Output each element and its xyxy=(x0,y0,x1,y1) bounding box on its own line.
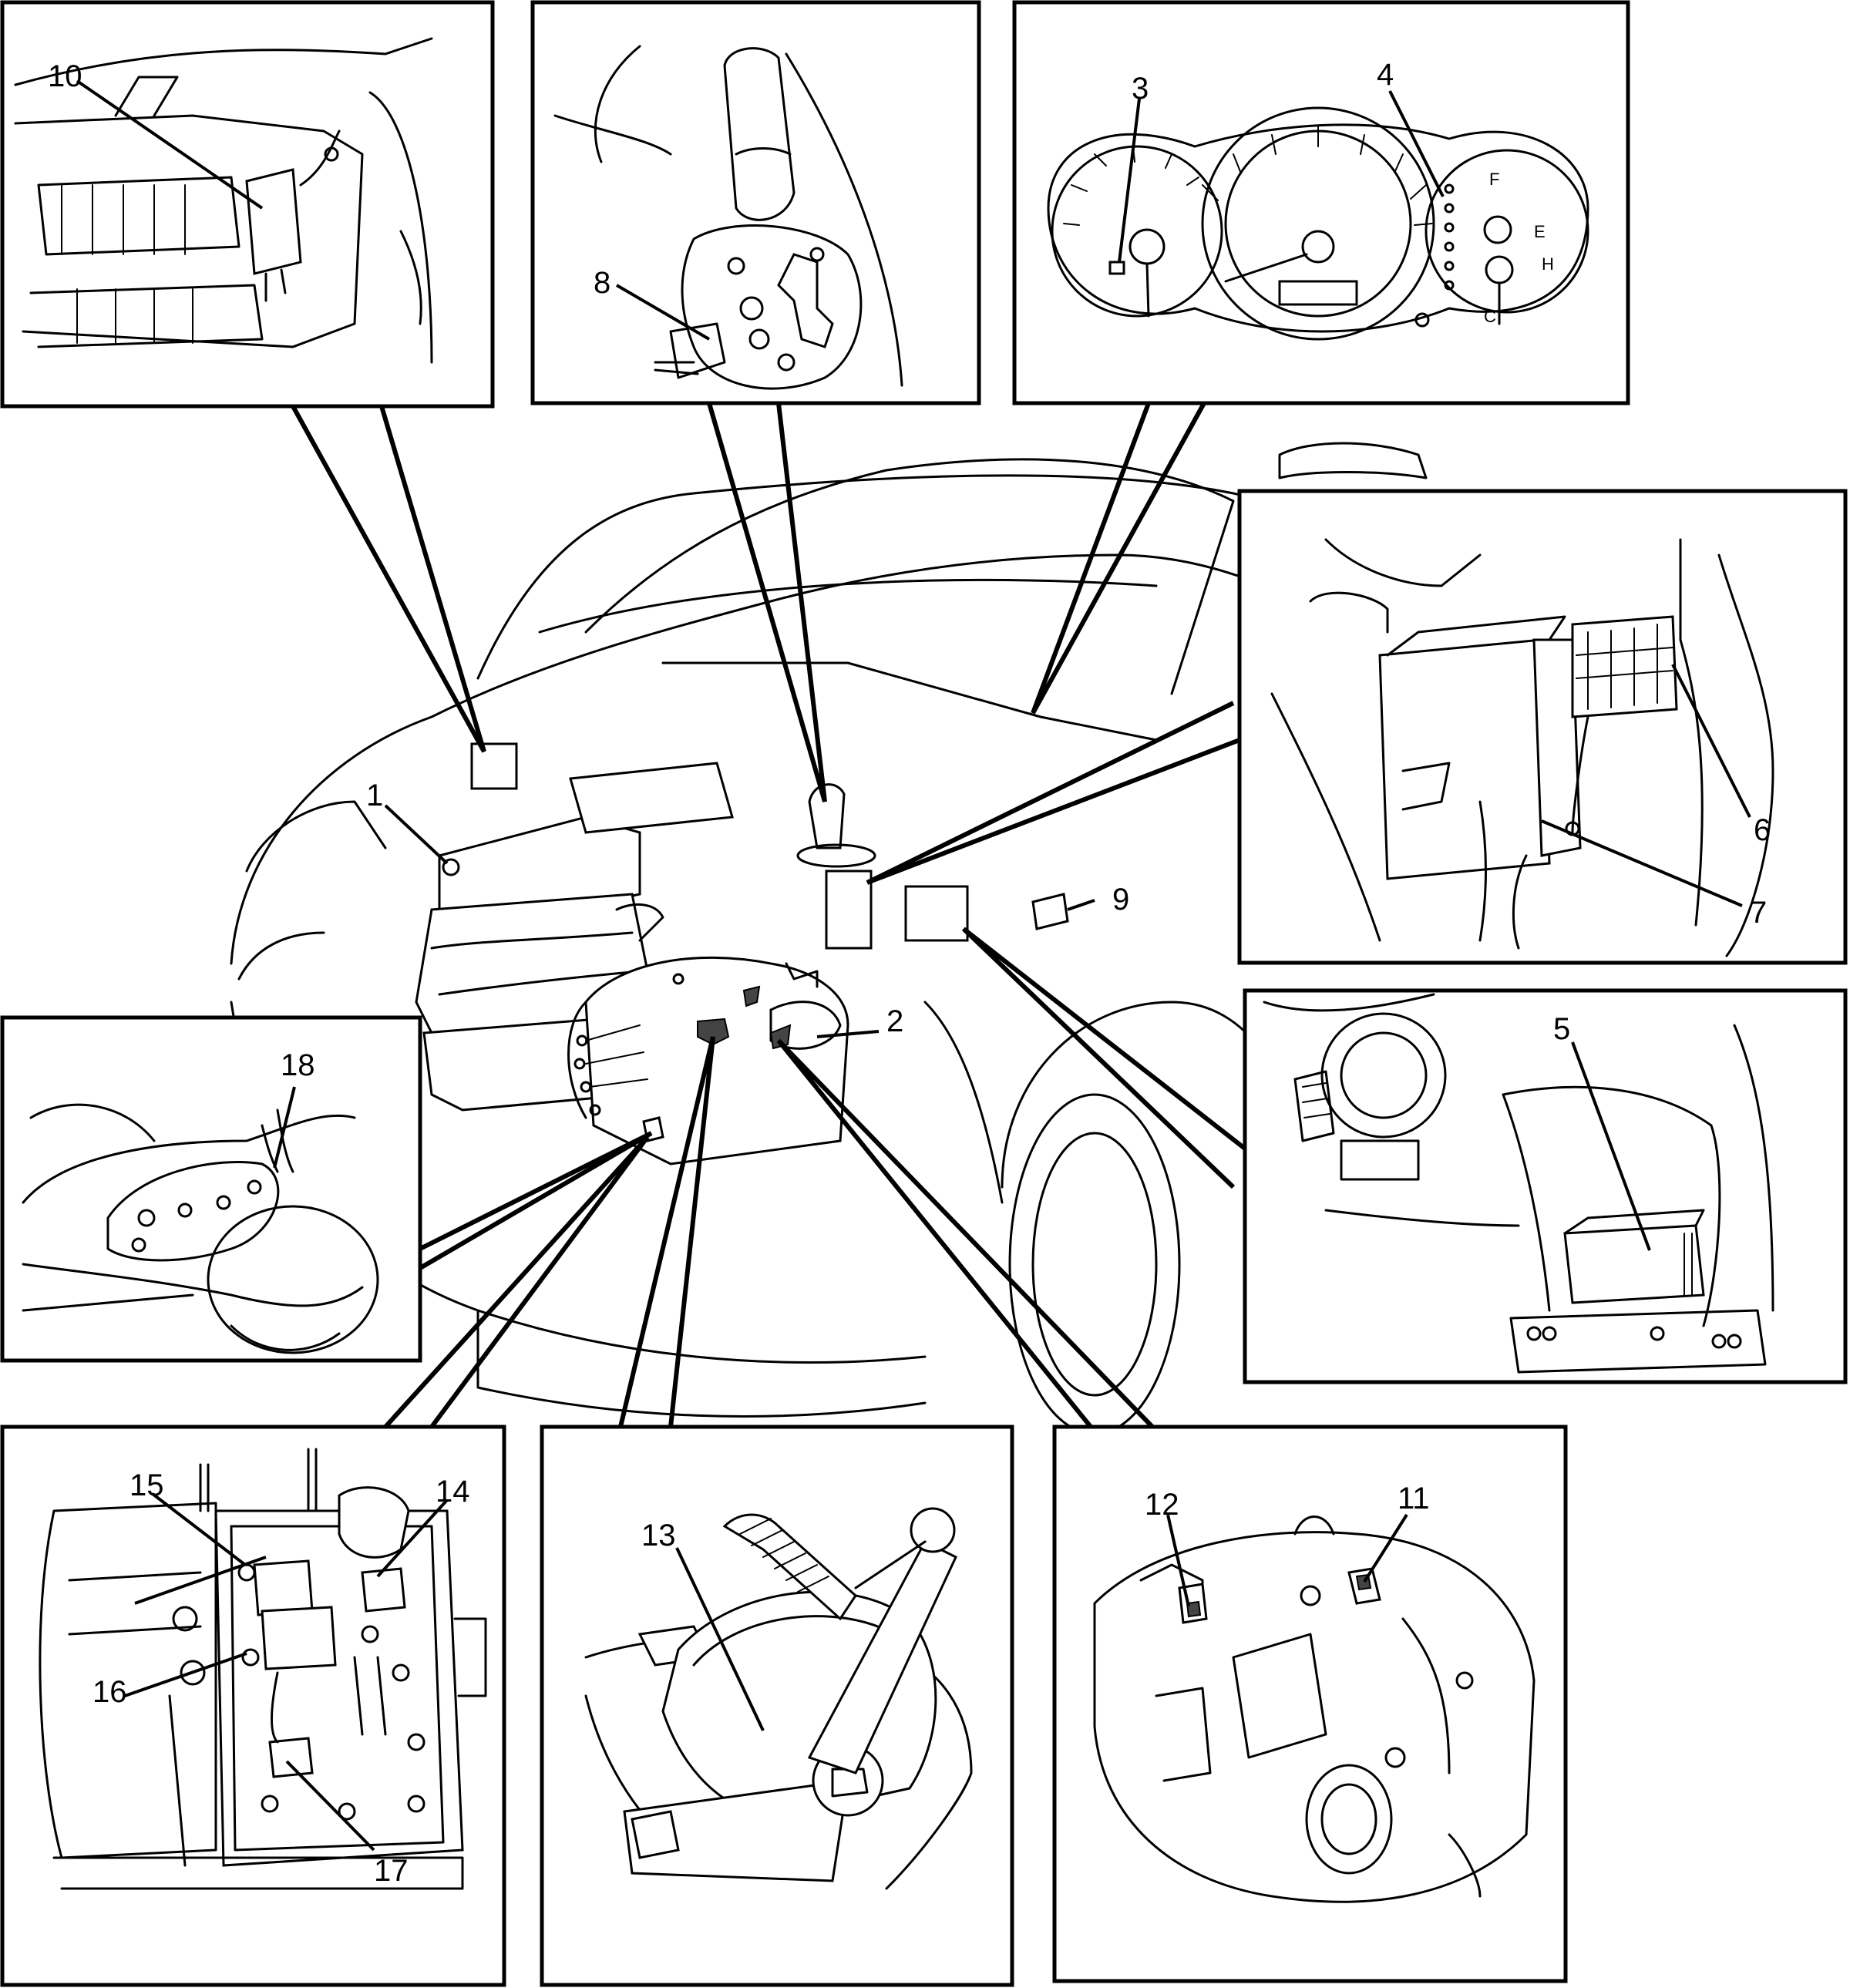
label-6: 6 xyxy=(1754,813,1771,847)
label-12: 12 xyxy=(1145,1488,1179,1522)
inset-shift-lever: 8 xyxy=(530,0,981,405)
inset-range-sensor: 13 xyxy=(540,1425,1014,1987)
label-13: 13 xyxy=(641,1519,676,1552)
label-2: 2 xyxy=(886,1004,903,1038)
label-3: 3 xyxy=(1132,72,1149,106)
shift-lever xyxy=(796,783,876,868)
overview-sensor-13 xyxy=(697,1018,730,1046)
label-15: 15 xyxy=(130,1468,164,1502)
label-5: 5 xyxy=(1553,1012,1570,1046)
label-10: 10 xyxy=(48,59,82,93)
gauge-mark-fuel-empty: E xyxy=(1534,222,1546,241)
callout-pointers xyxy=(291,402,1246,1429)
label-8: 8 xyxy=(594,266,610,300)
overview-sensor-12 xyxy=(742,985,761,1007)
overview-labels: 1 2 9 xyxy=(366,779,1129,1038)
label-14: 14 xyxy=(436,1475,470,1509)
label-11: 11 xyxy=(1398,1482,1430,1515)
inset-relay-box: 6 7 xyxy=(1237,489,1848,965)
inset-valve-body: 15 14 16 17 xyxy=(0,1425,506,1987)
overview-box-5 xyxy=(904,885,969,942)
overview-sensor-11 xyxy=(769,1024,792,1050)
label-7: 7 xyxy=(1750,896,1767,930)
label-1: 1 xyxy=(366,779,383,812)
inset-instrument-cluster: F E H C 3 4 xyxy=(1012,0,1630,405)
inset-transaxle-underside: 18 xyxy=(0,1015,422,1363)
overview-box-9 xyxy=(1031,893,1069,930)
inset-tcm: 10 xyxy=(0,0,495,409)
gauge-mark-temp-hot: H xyxy=(1542,254,1554,274)
label-17: 17 xyxy=(374,1854,409,1888)
overview-box-tcm xyxy=(470,742,518,790)
label-16: 16 xyxy=(92,1675,127,1709)
overview-box-7 xyxy=(825,870,873,950)
label-4: 4 xyxy=(1377,58,1394,92)
label-18: 18 xyxy=(281,1048,315,1082)
gauge-mark-temp-cold: C xyxy=(1484,307,1496,326)
inset-transaxle-sensors: 11 12 xyxy=(1052,1425,1568,1983)
label-9: 9 xyxy=(1112,883,1129,917)
gauge-mark-fuel-full: F xyxy=(1489,170,1499,189)
inset-under-dash: 5 xyxy=(1243,988,1848,1384)
